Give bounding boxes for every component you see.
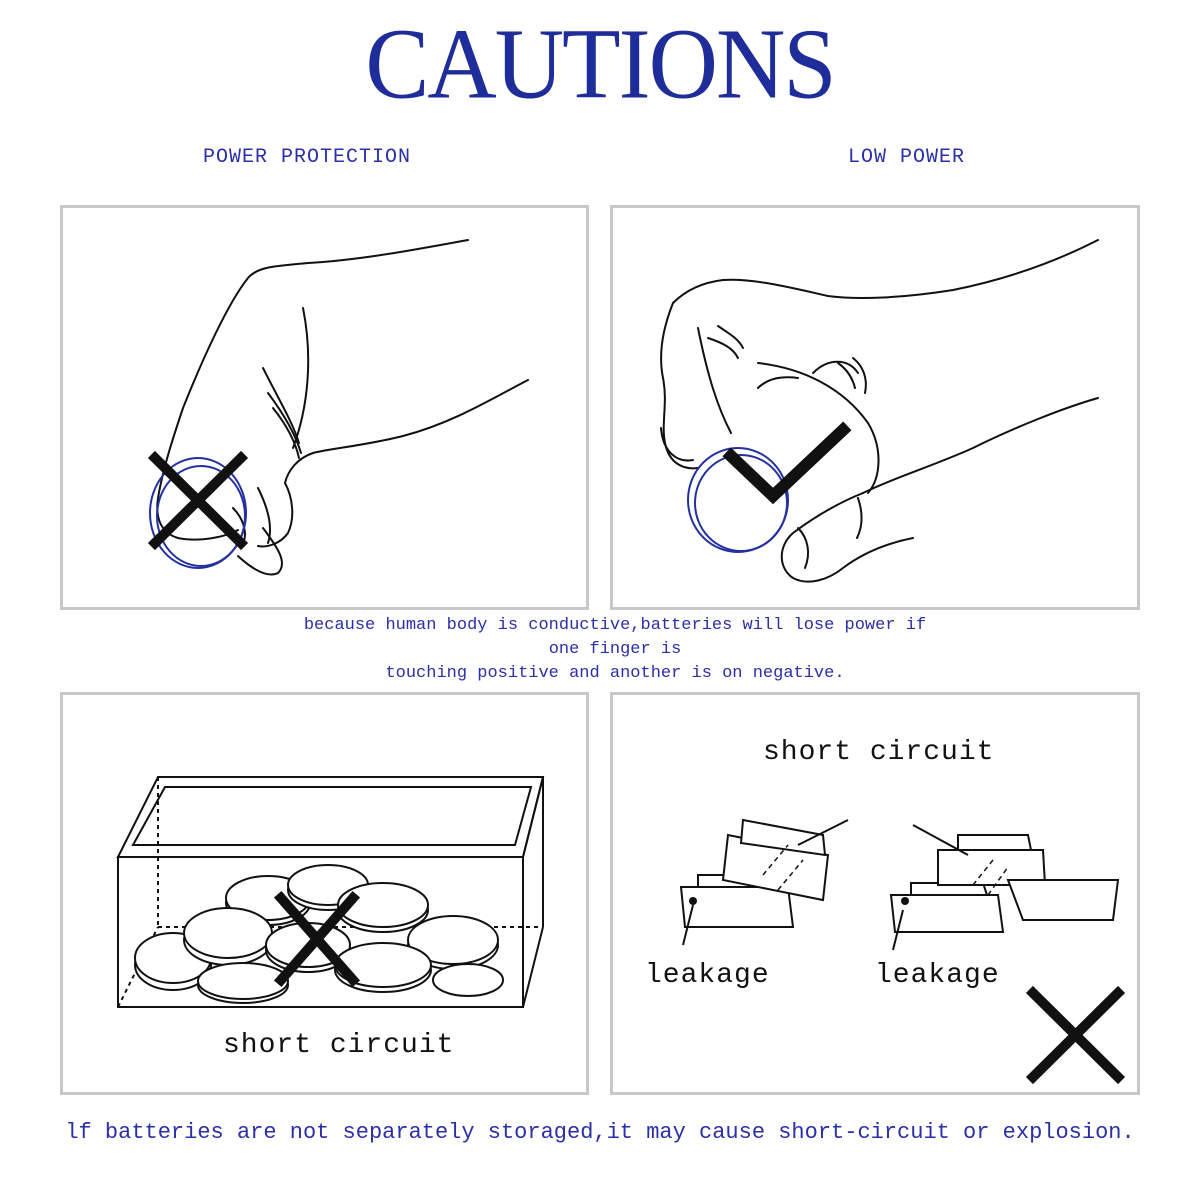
- panel-correct-grip: [610, 205, 1140, 610]
- panel-wrong-grip: [60, 205, 589, 610]
- section-label-power-protection: POWER PROTECTION: [203, 146, 412, 169]
- leakage-label-right: leakage: [875, 960, 1000, 991]
- cross-mark-icon: [147, 450, 249, 551]
- hand-correct-grip-illustration: [660, 239, 1099, 583]
- note-line-2: one finger is: [548, 640, 682, 659]
- conductive-note: because human body is conductive,batteri…: [270, 614, 960, 686]
- cross-mark-icon: [273, 890, 361, 988]
- short-circuit-title: short circuit: [763, 737, 995, 768]
- panel-batteries-in-box: short circuit: [60, 692, 589, 1095]
- hand-wrong-grip-illustration: [147, 239, 529, 576]
- leakage-label-left: leakage: [645, 960, 770, 991]
- box-short-circuit-label: short circuit: [223, 1030, 455, 1061]
- check-mark-icon: [722, 421, 852, 505]
- footer-warning: lf batteries are not separately storaged…: [65, 1120, 1135, 1145]
- section-label-low-power: LOW POWER: [848, 146, 966, 169]
- battery-box-illustration: [116, 776, 545, 1008]
- page-title: CAUTIONS: [365, 7, 836, 120]
- note-line-1: because human body is conductive,batteri…: [303, 616, 927, 635]
- leakage-illustration: [679, 818, 1126, 1085]
- note-line-3: touching positive and another is on nega…: [385, 664, 845, 683]
- panel-short-circuit-leakage: short circuit: [610, 692, 1140, 1095]
- cross-mark-icon: [1025, 985, 1126, 1085]
